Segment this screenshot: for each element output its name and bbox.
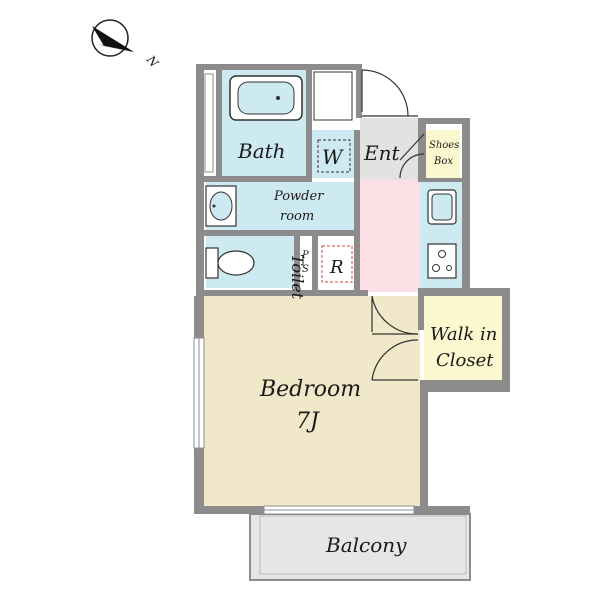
wall-top: [196, 64, 356, 70]
sink-bowl: [209, 191, 233, 221]
balcony-window: [263, 505, 415, 515]
wall-closet-left: [418, 296, 424, 330]
stove-burner-top: [438, 250, 446, 258]
wall-kitchen-top: [418, 178, 466, 182]
toilet-label: Toilet: [288, 254, 307, 300]
sink-icon: [205, 185, 237, 227]
kitchen-sink-icon: [427, 189, 457, 225]
bedroom-floor: [204, 296, 420, 506]
stove-icon: [427, 243, 457, 279]
wall-hall-left: [354, 130, 360, 296]
walk-in-closet-label-line2: Closet: [436, 350, 494, 371]
balcony-label: Balcony: [325, 533, 407, 557]
bedroom-label: Bedroom: [259, 377, 361, 402]
toilet-tank: [205, 247, 219, 279]
hallway-floor: [360, 180, 420, 292]
entrance-door-icon: [361, 69, 425, 179]
kitchen-sink-inner: [431, 193, 453, 221]
toilet-bowl: [217, 250, 255, 276]
sink-drain: [212, 204, 216, 208]
bedroom-size-label: 7J: [296, 409, 320, 434]
wall-toilet-right: [294, 236, 300, 292]
wall-bedroom-top: [204, 290, 368, 296]
wall-powder-bottom: [204, 230, 360, 236]
shoes-box: [426, 130, 460, 178]
entrance-threshold: [399, 133, 425, 161]
closet-door-swing: [371, 339, 419, 381]
bath-side-window: [204, 73, 214, 173]
toilet-icon: [205, 247, 255, 279]
refrigerator-box: [321, 245, 353, 283]
shoes-box-label-line2: Box: [433, 156, 453, 167]
balcony-inner-edge: [259, 515, 467, 575]
bath-shelf: [313, 71, 353, 121]
entrance-threshold-arc: [399, 153, 425, 179]
bathtub-drain: [276, 96, 280, 100]
bathtub-inner: [237, 81, 295, 115]
entrance-floor: [360, 118, 422, 180]
ps-label-line1: P: [301, 250, 309, 261]
bedroom-side-window: [193, 337, 205, 449]
wall-kitchen-right: [462, 118, 470, 292]
walls: [194, 64, 510, 514]
wall-entrance-top: [356, 64, 362, 118]
balcony: [249, 513, 471, 581]
wall-closet-right: [502, 288, 510, 392]
stove-burner-right: [446, 265, 452, 271]
walk-in-closet-label-line1: Walk in: [430, 324, 497, 345]
compass-needle-tail-icon: [98, 44, 134, 52]
wall-left-upper: [196, 64, 204, 296]
wall-bedroom-right-lower: [420, 380, 428, 514]
compass: N: [91, 19, 161, 70]
compass-needle-icon: [92, 26, 134, 52]
entrance-label: Ent: [363, 141, 400, 165]
wall-bath-bottom: [204, 176, 310, 182]
ps-label-line2: S: [302, 264, 309, 275]
wall-closet-top: [418, 288, 510, 296]
refrigerator-label: R: [329, 257, 344, 278]
powder-room-label-line2: room: [280, 209, 314, 224]
bedroom-door-icon: [371, 295, 419, 335]
wall-ps-right: [312, 236, 318, 292]
balcony-floor: [249, 513, 471, 581]
entrance-door-swing: [361, 69, 409, 117]
wall-closet-bottom: [424, 380, 510, 392]
washer-space: [312, 130, 354, 178]
washer-box: [317, 139, 351, 173]
stove-body: [427, 243, 457, 279]
wall-bath-right: [306, 70, 312, 182]
compass-north-label: N: [143, 52, 161, 70]
washer-label: W: [322, 145, 344, 169]
stove-burner-bottom: [432, 264, 440, 272]
wall-bath-left: [216, 70, 222, 176]
bathtub-icon: [229, 75, 303, 121]
shoes-box-label-line1: Shoes: [429, 140, 459, 151]
walk-in-closet-floor: [424, 296, 502, 380]
powder-room-label-line1: Powder: [273, 189, 324, 204]
wall-bedroom-bottom-left: [194, 506, 264, 514]
wall-shoes-top: [424, 118, 468, 124]
wall-bedroom-bottom-right: [414, 506, 470, 514]
wall-entrance-right: [418, 118, 426, 178]
closet-door-icon: [371, 339, 419, 381]
bath-label: Bath: [237, 139, 286, 163]
